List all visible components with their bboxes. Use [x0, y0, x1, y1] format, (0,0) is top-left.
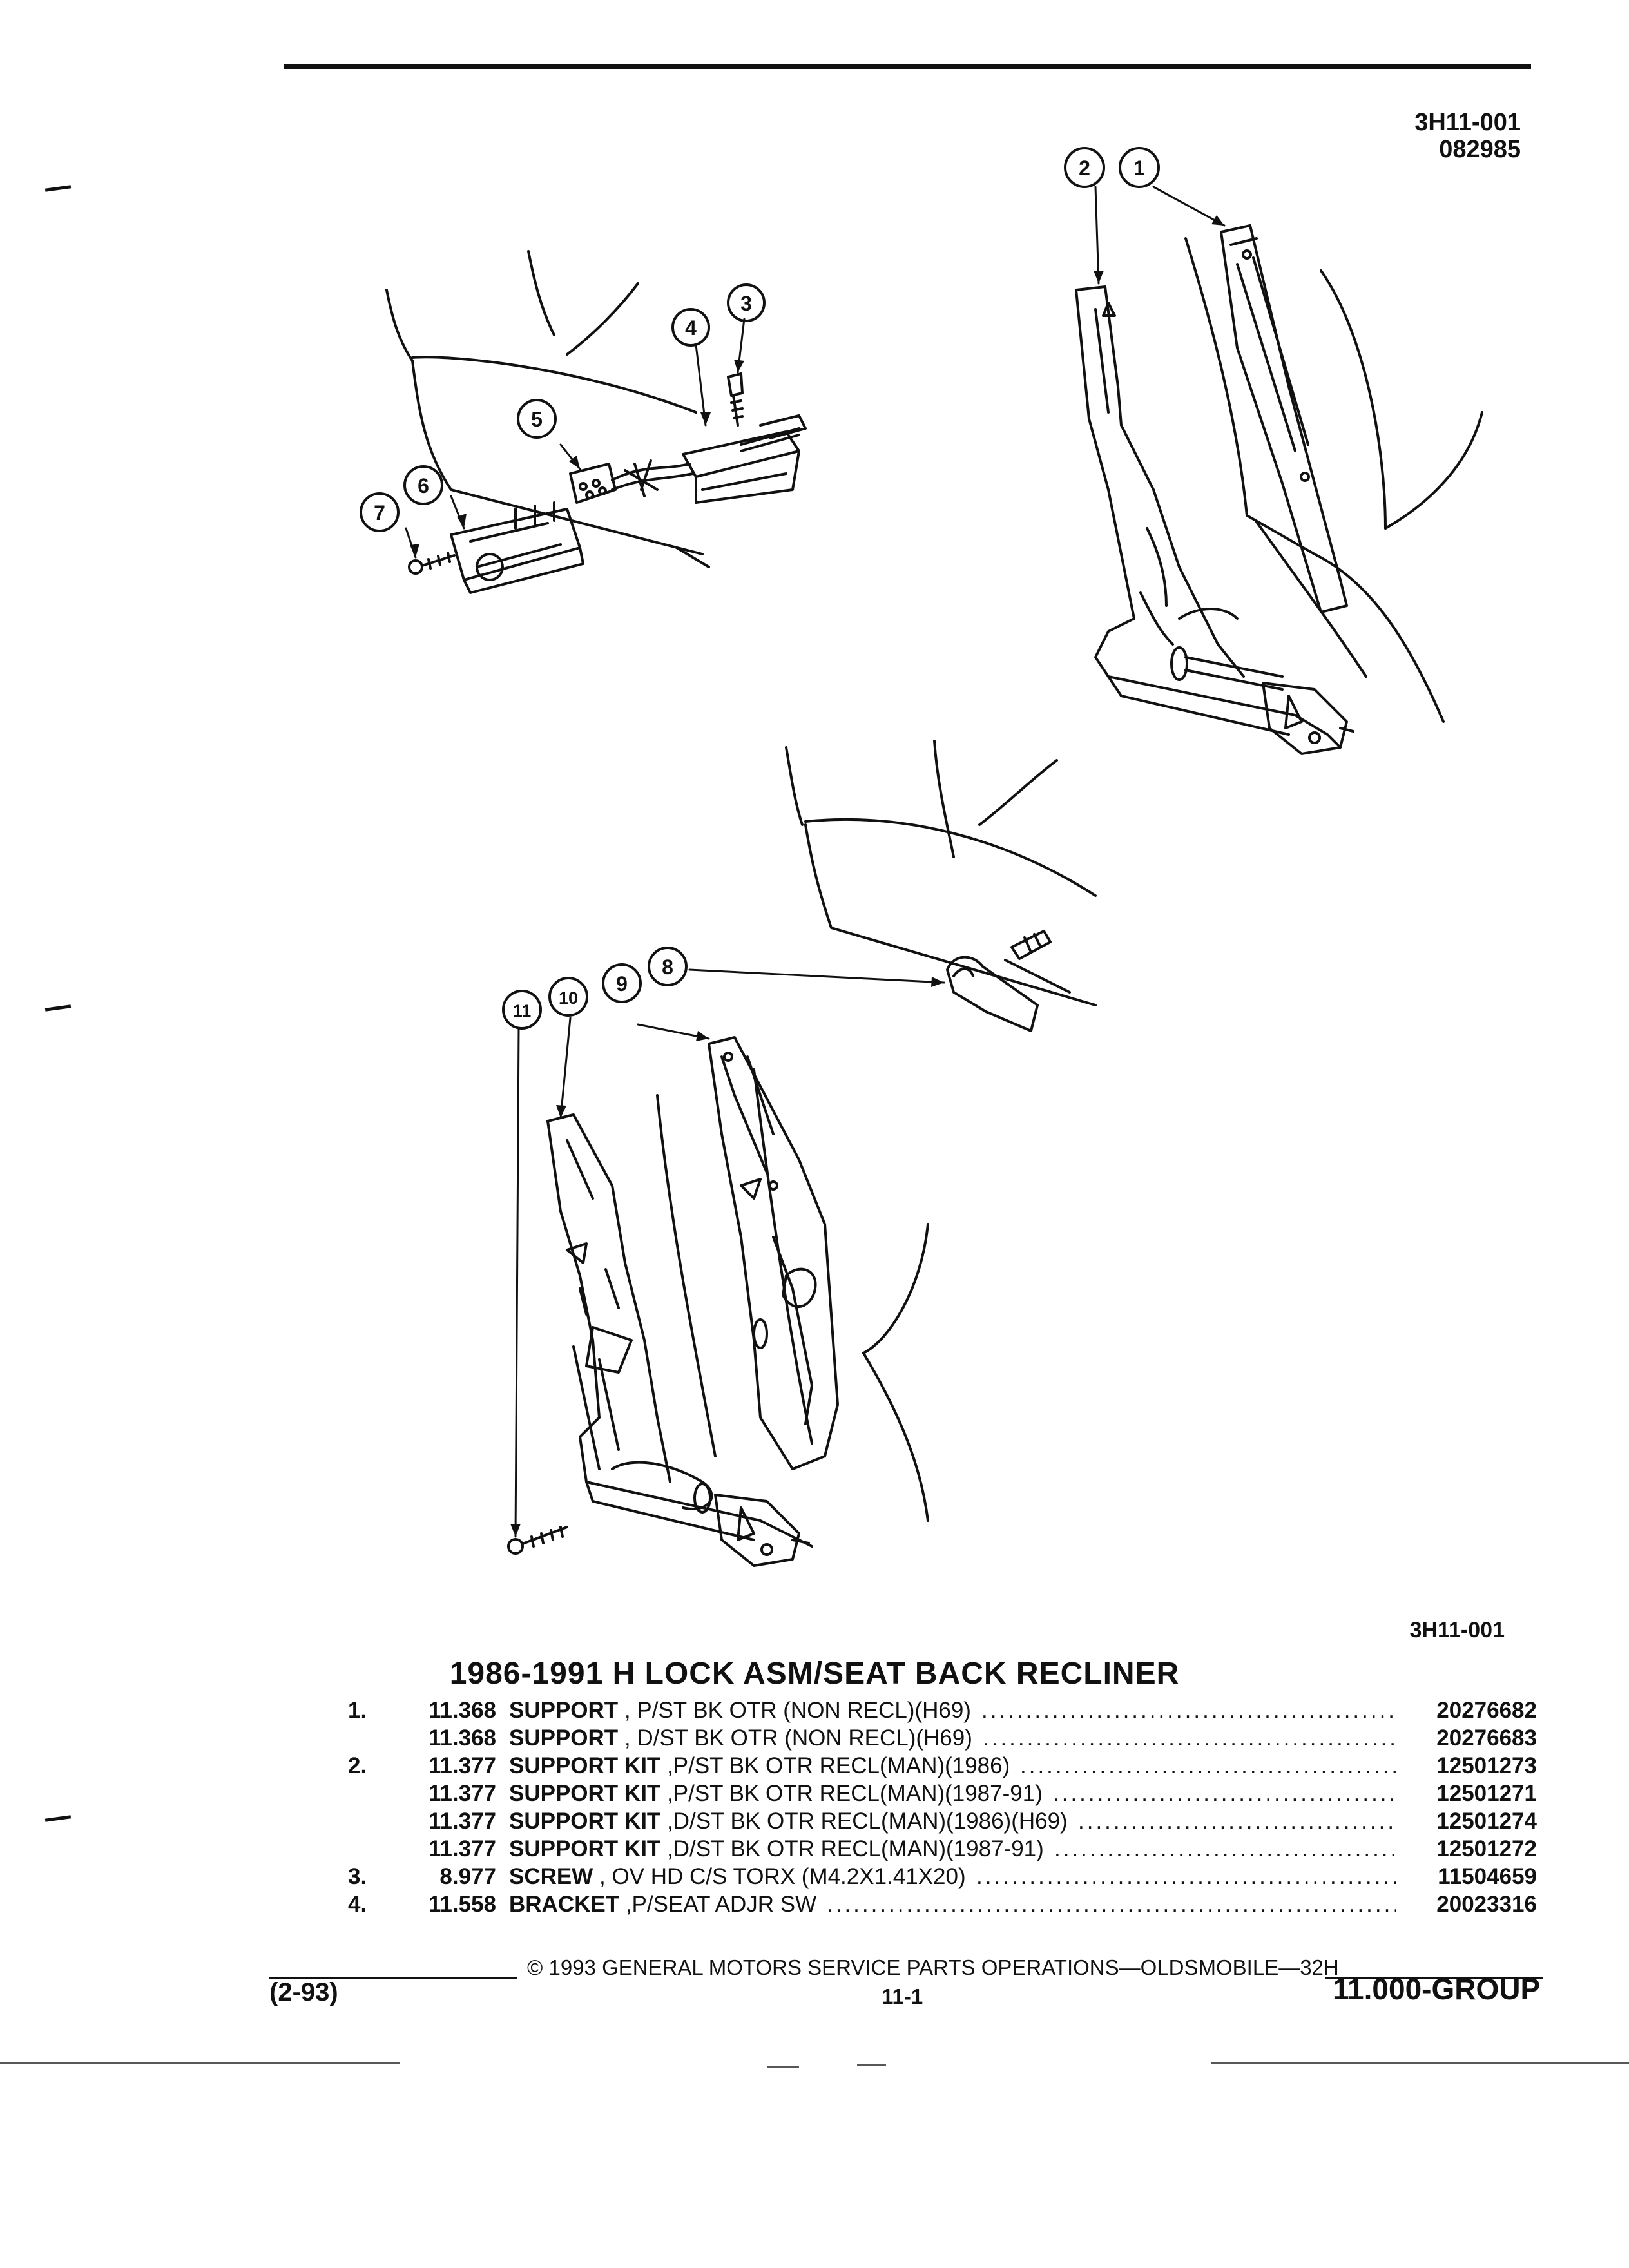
parts-illustration: 1 2 3 4 5 6 7 8 9 10 11	[360, 147, 1483, 1567]
footer-rule-right	[1325, 1977, 1543, 1979]
part-desc: ,P/ST BK OTR RECL(MAN)(1986)	[660, 1753, 1010, 1778]
group-number: 8.977	[439, 1864, 496, 1889]
bottom-rule-left	[0, 2062, 400, 2064]
leader-dots: ........................................…	[983, 1725, 1396, 1751]
part-desc: ,P/ST BK OTR RECL(MAN)(1987-91)	[660, 1781, 1043, 1806]
callout-3: 3	[740, 292, 752, 315]
leader-dots: ........................................…	[1078, 1809, 1396, 1834]
parts-row: 11.377 SUPPORT KIT ,D/ST BK OTR RECL(MAN…	[0, 1835, 1629, 1863]
part-name-text: SUPPORT KIT	[509, 1781, 661, 1806]
part-number: 12501274	[1436, 1809, 1537, 1834]
parts-row: 11.377 SUPPORT KIT ,P/ST BK OTR RECL(MAN…	[0, 1780, 1629, 1807]
group-number: 11.368	[428, 1698, 496, 1723]
callout-9: 9	[616, 972, 628, 995]
leader-dots: ........................................…	[981, 1698, 1396, 1723]
callout-2: 2	[1079, 157, 1090, 180]
seat-back-support-group	[1075, 224, 1483, 755]
parts-row: 11.368 SUPPORT , D/ST BK OTR (NON RECL)(…	[0, 1724, 1629, 1752]
part-number: 12501272	[1436, 1836, 1537, 1861]
part-name: SUPPORT KIT ,D/ST BK OTR RECL(MAN)(1987-…	[509, 1835, 1044, 1863]
header-ref-code: 3H11-001	[1414, 109, 1521, 136]
callout-5: 5	[531, 408, 543, 431]
part-name-text: SUPPORT	[509, 1725, 619, 1751]
footer-group: 11.000-GROUP	[1333, 1972, 1541, 2006]
parts-row: 11.377 SUPPORT KIT ,D/ST BK OTR RECL(MAN…	[0, 1807, 1629, 1835]
group-number: 11.558	[428, 1892, 496, 1917]
part-desc: ,P/SEAT ADJR SW	[619, 1892, 817, 1917]
part-number: 20276683	[1436, 1725, 1537, 1751]
part-desc: ,D/ST BK OTR RECL(MAN)(1987-91)	[660, 1836, 1044, 1861]
leader-dots: ........................................…	[976, 1864, 1396, 1889]
part-name: SUPPORT , P/ST BK OTR (NON RECL)(H69)	[509, 1696, 971, 1724]
item-number: 1.	[348, 1698, 367, 1723]
group-number: 11.377	[428, 1753, 496, 1778]
part-name-text: SUPPORT KIT	[509, 1836, 661, 1861]
part-name: BRACKET ,P/SEAT ADJR SW	[509, 1890, 816, 1918]
callout-10: 10	[559, 988, 578, 1008]
recliner-group	[507, 740, 1097, 1567]
part-name-text: SUPPORT KIT	[509, 1753, 661, 1778]
part-name: SUPPORT KIT ,P/ST BK OTR RECL(MAN)(1986)	[509, 1752, 1010, 1780]
part-number: 12501271	[1436, 1781, 1537, 1806]
callout-6: 6	[418, 474, 429, 497]
parts-row: 4. 11.558 BRACKET ,P/SEAT ADJR SW 200233…	[0, 1890, 1629, 1918]
top-rule	[284, 64, 1531, 69]
part-desc: ,D/ST BK OTR RECL(MAN)(1986)(H69)	[660, 1809, 1068, 1834]
arrow-heads	[410, 215, 1224, 1537]
part-desc: , P/ST BK OTR (NON RECL)(H69)	[618, 1698, 971, 1723]
footer-date-code: (2-93)	[269, 1978, 338, 2006]
footer-page-number: 11-1	[882, 1984, 923, 2008]
bottom-rule-right	[1211, 2062, 1629, 2064]
part-number: 20023316	[1436, 1892, 1537, 1917]
callout-7: 7	[374, 501, 385, 524]
header-ref-date: 082985	[1439, 136, 1521, 163]
bottom-rule-mid	[857, 2064, 886, 2066]
part-name: SUPPORT , D/ST BK OTR (NON RECL)(H69)	[509, 1724, 972, 1752]
footer-rule-left	[269, 1977, 517, 1979]
item-number: 2.	[348, 1753, 367, 1778]
leader-dots: ........................................…	[1054, 1836, 1396, 1861]
parts-row: 3. 8.977 SCREW , OV HD C/S TORX (M4.2X1.…	[0, 1863, 1629, 1890]
leader-dots: ........................................…	[1053, 1781, 1396, 1806]
group-number: 11.377	[428, 1809, 496, 1834]
group-number: 11.377	[428, 1781, 496, 1806]
leader-dots: ........................................…	[827, 1892, 1396, 1917]
figure-ref-code: 3H11-001	[1409, 1618, 1505, 1642]
callout-11: 11	[513, 1001, 532, 1021]
callout-4: 4	[685, 316, 697, 340]
part-desc: , D/ST BK OTR (NON RECL)(H69)	[618, 1725, 972, 1751]
part-name: SCREW , OV HD C/S TORX (M4.2X1.41X20)	[509, 1863, 966, 1890]
callout-8: 8	[662, 956, 673, 979]
power-seat-switch-group	[385, 250, 807, 594]
footer-copyright: © 1993 GENERAL MOTORS SERVICE PARTS OPER…	[527, 1956, 1339, 1979]
part-number: 11504659	[1438, 1864, 1537, 1889]
part-name-text: SCREW	[509, 1864, 593, 1889]
part-name-text: SUPPORT	[509, 1698, 619, 1723]
group-number: 11.368	[428, 1725, 496, 1751]
leader-lines	[405, 186, 1226, 1538]
callout-1: 1	[1133, 157, 1145, 180]
callout-circles	[360, 147, 1160, 1030]
part-number: 20276682	[1436, 1698, 1537, 1723]
part-number: 12501273	[1436, 1753, 1537, 1778]
item-number: 4.	[348, 1892, 367, 1917]
parts-row: 1. 11.368 SUPPORT , P/ST BK OTR (NON REC…	[0, 1696, 1629, 1724]
part-desc: , OV HD C/S TORX (M4.2X1.41X20)	[593, 1864, 966, 1889]
part-name: SUPPORT KIT ,D/ST BK OTR RECL(MAN)(1986)…	[509, 1807, 1068, 1835]
part-name-text: SUPPORT KIT	[509, 1809, 661, 1834]
parts-row: 2. 11.377 SUPPORT KIT ,P/ST BK OTR RECL(…	[0, 1752, 1629, 1780]
bottom-rule-mid	[767, 2066, 799, 2068]
section-title: 1986-1991 H LOCK ASM/SEAT BACK RECLINER	[449, 1657, 1180, 1691]
part-name-text: BRACKET	[509, 1892, 620, 1917]
leader-dots: ........................................…	[1020, 1753, 1396, 1778]
group-number: 11.377	[428, 1836, 496, 1861]
item-number: 3.	[348, 1864, 367, 1889]
part-name: SUPPORT KIT ,P/ST BK OTR RECL(MAN)(1987-…	[509, 1780, 1043, 1807]
